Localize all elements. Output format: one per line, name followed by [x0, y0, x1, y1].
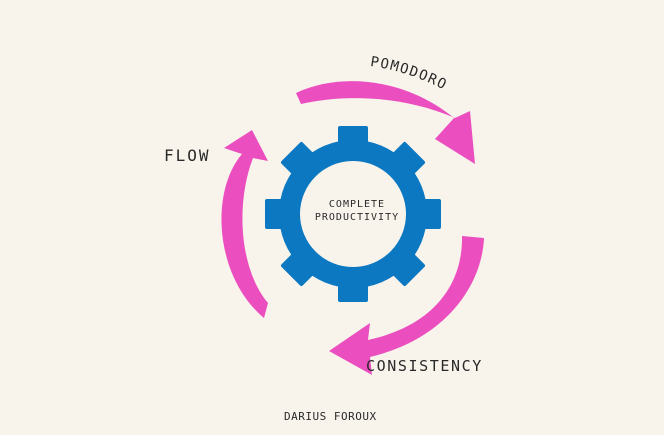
pomodoro-arrow-icon	[296, 81, 475, 164]
gear-center-hole	[300, 161, 406, 267]
flow-arrow-icon	[221, 130, 268, 318]
center-label-line-2: PRODUCTIVITY	[314, 212, 400, 223]
flow-label: FLOW	[164, 146, 211, 165]
center-label-line-1: COMPLETE	[328, 199, 386, 210]
author-signature: DARIUS FOROUX	[284, 410, 377, 423]
center-label: COMPLETE PRODUCTIVITY	[292, 198, 422, 224]
consistency-arrow-icon	[329, 236, 484, 375]
consistency-label: CONSISTENCY	[366, 357, 483, 375]
gear-icon	[265, 126, 441, 302]
cycle-arrows	[221, 81, 484, 375]
